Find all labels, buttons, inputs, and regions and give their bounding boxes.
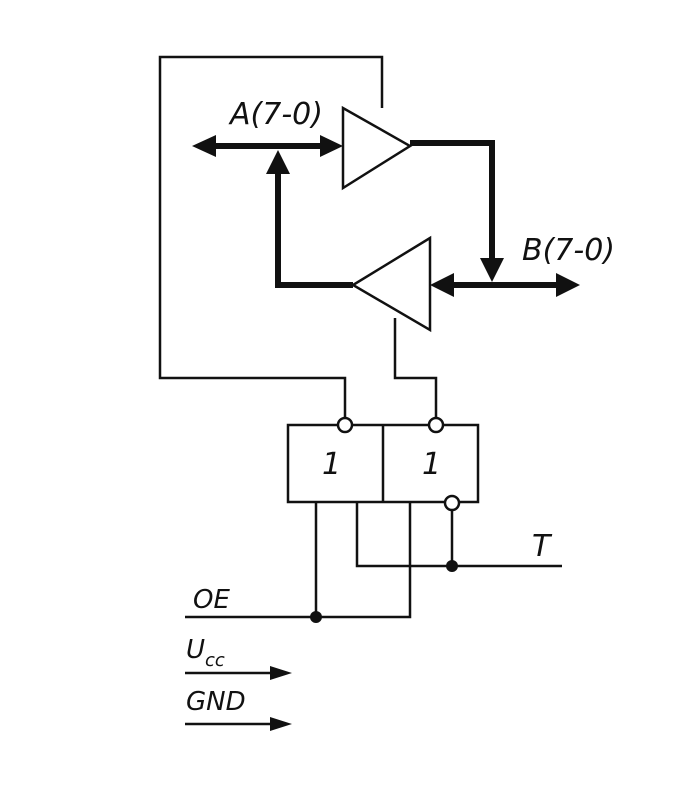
gate-left-label: 1: [322, 447, 341, 482]
buffer-b-to-a: [350, 235, 432, 333]
enable-line-upper-buffer: [158, 55, 384, 418]
oe-junction-dot: [310, 611, 322, 623]
bus-b-label: B(7-0): [522, 233, 615, 268]
gate-right-label: 1: [422, 447, 441, 482]
gate-right-input-oe: [316, 502, 412, 619]
bus-a-label: A(7-0): [228, 97, 323, 132]
enable-line-lower-buffer: [393, 318, 438, 418]
bus-b-left-arrowhead: [430, 273, 454, 297]
gnd-arrowhead: [270, 717, 292, 731]
gate-right-input-bubble: [443, 494, 461, 512]
buffer-a-output-line: [410, 140, 495, 260]
ucc-label-subscript: cc: [205, 650, 225, 671]
t-signal-label: T: [532, 529, 553, 564]
buffer-a-output-arrowhead: [480, 258, 504, 282]
gate-left-output-bubble: [336, 416, 354, 434]
ucc-label: Ucc: [186, 635, 225, 671]
gnd-label: GND: [186, 687, 246, 717]
gate-right-output-bubble: [427, 416, 445, 434]
t-junction-dot: [446, 560, 458, 572]
bus-a-right-arrowhead: [320, 135, 343, 157]
buffer-b-output-line: [275, 172, 353, 288]
gate-left-input-t: [355, 502, 452, 568]
buffer-b-output-arrowhead: [266, 150, 290, 174]
ucc-arrowhead: [270, 666, 292, 680]
oe-signal-label: OE: [193, 585, 230, 615]
bus-a-left-arrowhead: [192, 135, 216, 157]
buffer-a-to-b: [341, 105, 413, 191]
ucc-label-main: U: [186, 635, 205, 665]
bus-b-right-arrowhead: [556, 273, 580, 297]
